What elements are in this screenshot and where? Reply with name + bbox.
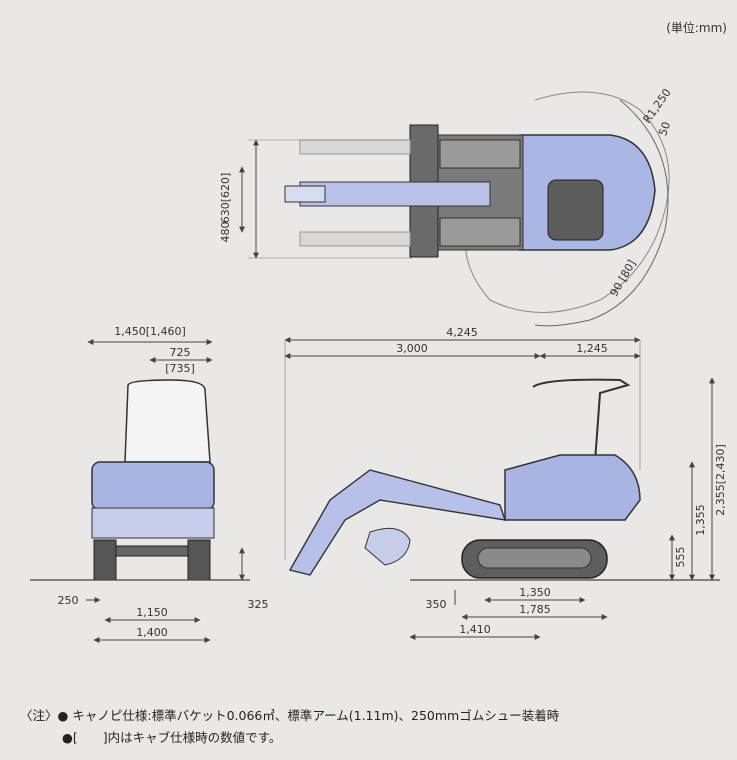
side-overall-length: 4,245 — [446, 326, 478, 339]
side-crawler-length: 1,785 — [519, 603, 551, 616]
top-track-label: 480 — [219, 222, 232, 243]
bucket-pos-right — [299, 231, 411, 247]
bucket-top — [284, 185, 326, 203]
top-width-label: 630[620] — [219, 173, 232, 224]
front-blade — [91, 507, 215, 539]
side-boom — [288, 469, 507, 576]
side-upper-body — [504, 454, 641, 521]
front-view: 1,450[1,460] 725 [735] 250 1,150 1,400 3… — [30, 325, 269, 643]
side-front-length: 3,000 — [396, 342, 428, 355]
front-half-width-cab: [735] — [165, 362, 195, 375]
swing-label: 90 [80] — [607, 258, 638, 299]
front-ground-clearance: 325 — [248, 598, 269, 611]
boom-top — [299, 181, 491, 207]
track-right-top — [439, 217, 521, 247]
unit-label: (単位:mm) — [666, 20, 727, 35]
radius-label: R1,250 — [641, 86, 674, 126]
side-tumbler-distance: 1,350 — [519, 586, 551, 599]
side-view: 4,245 3,000 1,245 2,355[2,430] 1,355 555… — [284, 326, 727, 640]
side-bucket — [364, 527, 411, 566]
side-canopy — [532, 378, 631, 463]
front-track-right — [187, 539, 211, 581]
side-rear-length: 1,245 — [576, 342, 608, 355]
front-canopy — [124, 379, 211, 463]
note-line-2: ●[ ]内はキャブ仕様時の数値です。 — [62, 730, 281, 745]
front-half-width: 725 — [170, 346, 191, 359]
seat-top — [547, 179, 604, 241]
side-blade-distance: 1,410 — [459, 623, 491, 636]
track-left-top — [439, 139, 521, 169]
front-track-width: 1,400 — [136, 626, 168, 639]
swing-radius-arc — [534, 99, 669, 327]
side-overall-height: 2,355[2,430] — [714, 444, 727, 516]
front-track-gauge: 1,150 — [136, 606, 168, 619]
swing-envelope — [465, 91, 670, 313]
side-track-height: 555 — [674, 547, 687, 568]
side-body-height: 1,355 — [694, 504, 707, 536]
front-blade-offset: 250 — [58, 594, 79, 607]
top-view: 630[620] 480 R1,250 50 90 [80] — [219, 86, 674, 327]
radius-offset-label: 50 — [656, 120, 673, 138]
front-track-left — [93, 539, 117, 581]
bucket-pos-left — [299, 139, 411, 155]
front-overall-width: 1,450[1,460] — [114, 325, 186, 338]
note-line-1: 〈注〉● キャノピ仕様:標準バケット0.066㎥、標準アーム(1.11m)、25… — [20, 708, 560, 723]
side-blade-height: 350 — [426, 598, 447, 611]
front-body — [91, 461, 215, 511]
